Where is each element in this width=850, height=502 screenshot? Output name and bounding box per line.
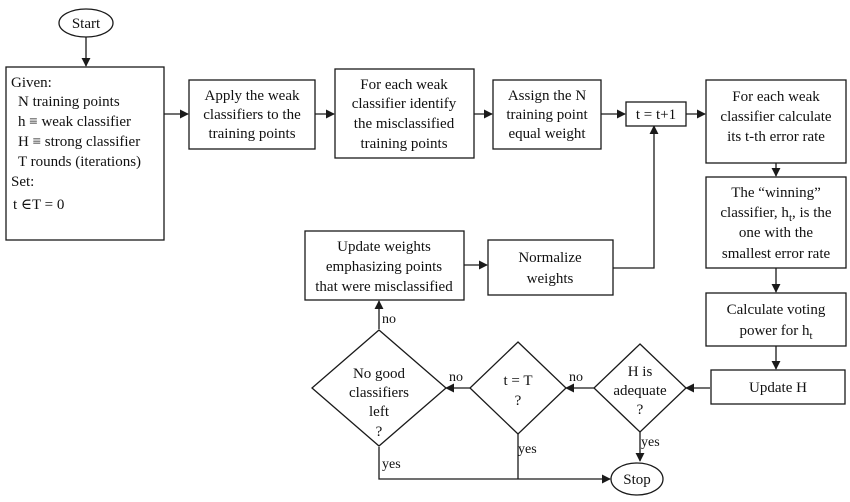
winning-line: The “winning” [731, 185, 821, 201]
edge-normalize-increment [613, 125, 659, 269]
voting-line: power for ht [739, 323, 812, 342]
adequate-line: adequate [613, 383, 667, 399]
given-box: Given: N training points h ≡ weak classi… [5, 66, 165, 241]
assign-line: training point [506, 107, 588, 123]
error-line: its t-th error rate [727, 129, 825, 145]
given-line: Set: [11, 174, 34, 190]
update-weights-line: that were misclassified [315, 279, 453, 295]
winning-line: one with the [739, 225, 813, 241]
start-label: Start [72, 16, 101, 32]
error-box: For each weak classifier calculate its t… [705, 79, 847, 164]
t-equals-T-decision: t = T ? [469, 341, 567, 435]
voting-box: Calculate voting power for ht [705, 292, 847, 347]
adequate-line: H is [628, 364, 653, 380]
nogood-no-label: no [382, 312, 396, 327]
nogood-line: ? [376, 424, 383, 440]
update-weights-line: Update weights [337, 239, 431, 255]
adequate-line: ? [637, 402, 644, 418]
stop-node: Stop [610, 462, 664, 496]
given-line: Given: [11, 75, 52, 91]
assign-line: equal weight [508, 126, 586, 142]
given-line: H ≡ strong classifier [18, 134, 140, 150]
stop-label: Stop [623, 472, 651, 488]
adequate-no-label: no [569, 370, 583, 385]
identify-line: the misclassified [354, 116, 455, 132]
increment-label: t = t+1 [636, 107, 676, 123]
nogood-line: classifiers [349, 385, 409, 401]
apply-line: classifiers to the [203, 107, 301, 123]
adequate-yes-label: yes [641, 435, 660, 450]
normalize-line: weights [527, 271, 574, 287]
given-line: h ≡ weak classifier [18, 114, 131, 130]
identify-line: classifier identify [352, 96, 457, 112]
winning-line: classifier, ht, is the [720, 205, 832, 224]
nogood-line: No good [353, 366, 406, 382]
normalize-box: Normalize weights [487, 239, 614, 296]
error-line: classifier calculate [720, 109, 832, 125]
apply-line: training points [208, 126, 295, 142]
given-line: N training points [18, 94, 120, 110]
edge-labels: no yes no yes no yes [382, 312, 660, 472]
normalize-line: Normalize [518, 250, 582, 266]
tT-line: t = T [503, 373, 532, 389]
identify-box: For each weak classifier identify the mi… [334, 68, 475, 159]
voting-line: Calculate voting [727, 302, 826, 318]
update-h-box: Update H [710, 369, 846, 405]
edge-nogood-stop [378, 447, 611, 484]
identify-line: For each weak [360, 77, 448, 93]
nogood-yes-label: yes [382, 457, 401, 472]
tT-line: ? [515, 393, 522, 409]
given-line: T rounds (iterations) [18, 154, 141, 170]
update-h-label: Update H [749, 380, 807, 396]
tT-no-label: no [449, 370, 463, 385]
no-good-decision: No good classifiers left ? [311, 329, 447, 447]
apply-line: Apply the weak [205, 88, 300, 104]
tT-yes-label: yes [518, 442, 537, 457]
adequate-decision: H is adequate ? [593, 343, 687, 433]
edges [81, 37, 781, 484]
update-weights-box: Update weights emphasizing points that w… [304, 230, 465, 301]
winning-box: The “winning” classifier, ht, is the one… [705, 176, 847, 269]
assign-box: Assign the N training point equal weight [492, 79, 602, 150]
nogood-line: left [369, 404, 390, 420]
given-line: t ∈T = 0 [13, 197, 64, 213]
assign-line: Assign the N [508, 88, 587, 104]
error-line: For each weak [732, 89, 820, 105]
identify-line: training points [360, 136, 447, 152]
update-weights-line: emphasizing points [326, 259, 442, 275]
apply-box: Apply the weak classifiers to the traini… [188, 79, 316, 150]
increment-box: t = t+1 [625, 101, 687, 127]
start-node: Start [58, 8, 114, 38]
winning-line: smallest error rate [722, 246, 831, 262]
